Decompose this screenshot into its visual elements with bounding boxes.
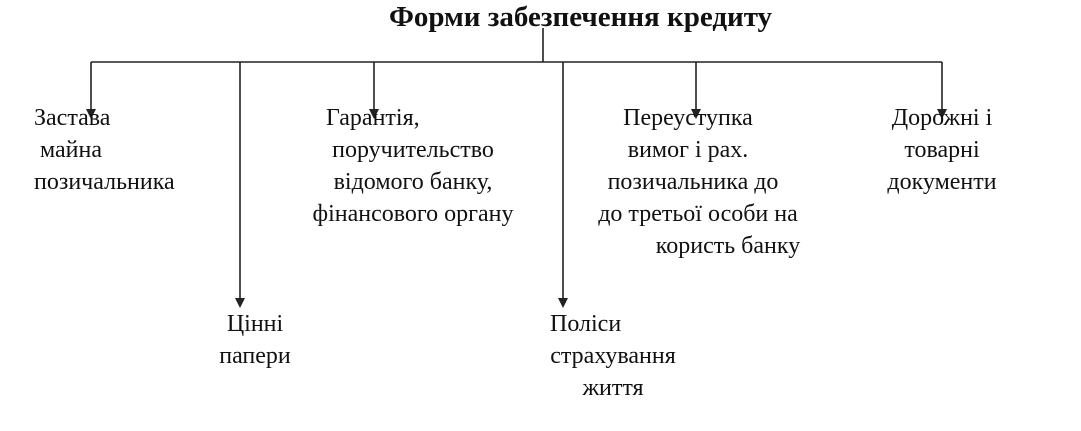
node-text-line: Цінні — [226, 311, 284, 337]
node-text-line: позичальника — [34, 169, 175, 195]
node-tsinni-papery: Цінні папери — [190, 308, 320, 372]
node-text-line: Гарантія, — [326, 105, 420, 131]
node-text-line: документи — [887, 169, 997, 195]
node-text-line: користь банку — [655, 233, 801, 259]
node-text-line: товарні — [904, 137, 980, 163]
node-text-line: Дорожні і — [891, 105, 993, 131]
node-text-line: до третьої особи на — [598, 201, 798, 227]
node-text-line: вимог і рах. — [627, 137, 749, 163]
node-text-line: позичальника до — [607, 169, 779, 195]
node-text-line: папери — [219, 343, 291, 369]
node-text-line: Переуступка — [623, 105, 753, 131]
node-text-line: фінансового органу — [312, 201, 514, 227]
diagram-title: Форми забезпечення кредиту — [388, 1, 773, 33]
node-text-line: майна — [40, 137, 103, 163]
node-text-line: відомого банку, — [333, 169, 493, 195]
node-dorozhni-dokumenty: Дорожні і товарні документи — [852, 102, 1032, 198]
node-zastava-mayna: Застава майна позичальника — [34, 102, 214, 198]
node-text-line: життя — [582, 375, 644, 401]
node-text-line: Застава — [34, 105, 111, 131]
node-pereustupka-vymog: Переуступка вимог і рах. позичальника до… — [578, 102, 848, 262]
node-text-line: поручительство — [332, 137, 494, 163]
node-text-line: страхування — [550, 343, 676, 369]
node-polisy-strakhuvannia: Поліси страхування життя — [528, 308, 698, 404]
node-harantia: Гарантія, поручительство відомого банку,… — [288, 102, 538, 230]
node-text-line: Поліси — [550, 311, 622, 337]
